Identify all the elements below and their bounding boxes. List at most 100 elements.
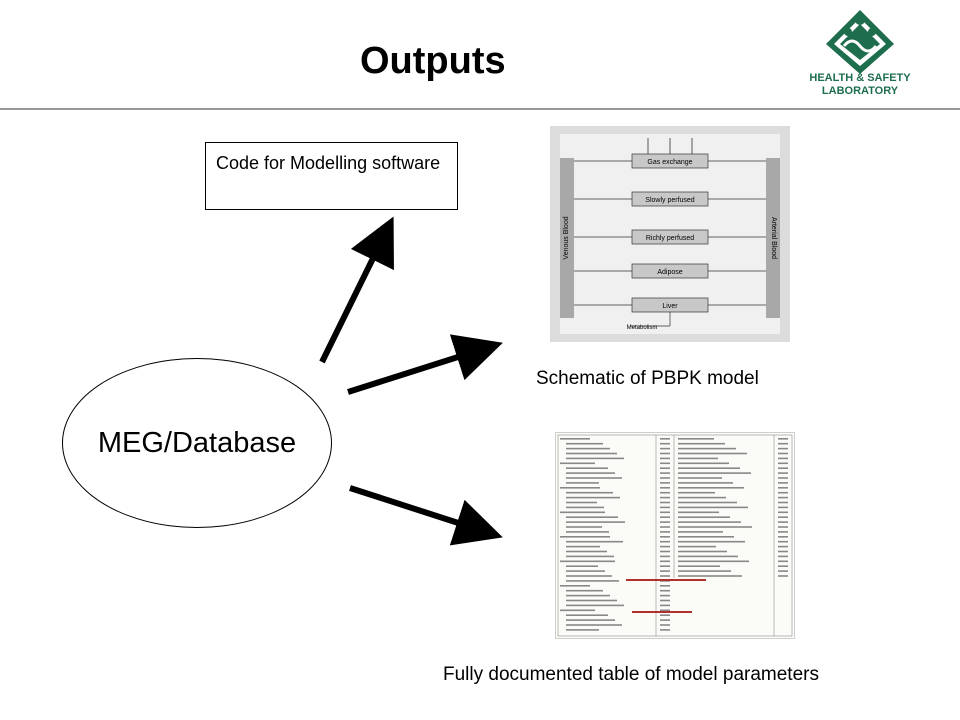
table-row-text [678,550,727,553]
table-row-value [778,531,788,533]
table-row-value [778,575,788,577]
table-row-text [560,487,600,489]
table-row-text [566,629,599,631]
table-row-value [660,560,670,563]
table-row-text [566,570,605,572]
table-row-text [678,536,734,538]
logo-text-line-1: HEALTH & SAFETY [809,72,911,84]
table-row-text [566,521,625,523]
compartment-slowly-perfused: Slowly perfused [631,191,709,207]
table-row-value [660,609,670,612]
table-row-text [566,604,624,607]
table-row-value [660,536,670,538]
table-row-value [778,560,788,563]
hsl-logo [800,6,920,106]
table-row-value [660,477,670,479]
table-row-value [660,526,670,528]
table-row-value [660,491,670,494]
table-row-value [660,550,670,553]
table-row-text [678,555,738,558]
schematic-caption: Schematic of PBPK model [536,368,759,389]
table-row-text [566,501,597,504]
table-row-value [660,496,670,499]
table-row-text [678,501,737,504]
table-row-value [778,442,788,445]
table-row-text [678,462,729,465]
table-row-text [678,477,722,479]
table-row-value [778,540,788,543]
table-row-text [566,599,617,602]
table-row-text [566,614,608,616]
compartment-gas-exchange: Gas exchange [631,153,709,169]
table-row-text [566,516,618,518]
table-row-text [566,540,623,543]
slide-title: Outputs [360,40,506,82]
svg-text:Gas exchange: Gas exchange [647,159,692,166]
table-row-text [678,467,740,469]
table-row-value [660,629,670,631]
table-row-value [778,545,788,548]
table-row-value [660,604,670,607]
table-row-text [566,496,620,499]
table-row-text [678,438,714,440]
table-row-text [678,540,745,543]
table-row-text [678,452,747,455]
table-row-text [560,462,595,465]
venous-blood-label: Venous Blood [563,216,570,259]
table-row-text [566,452,617,455]
table-row-text [560,536,610,538]
parameters-table-image [555,432,795,639]
table-row-value [778,482,788,484]
table-row-value [778,521,788,523]
table-row-value [778,477,788,479]
table-row-value [778,447,788,450]
table-row-value [660,585,670,587]
table-row-text [678,491,715,494]
table-row-text [678,545,716,548]
table-row-value [660,438,670,440]
table-row-text [678,487,744,489]
table-row-text [566,482,599,484]
table-row-text [566,477,622,479]
pbpk-schematic-drawing: Venous Blood Arterial Blood Gas exchange… [550,126,790,342]
table-row-text [560,560,615,563]
table-row-value [778,555,788,558]
table-row-text [678,531,723,533]
table-row-text [678,457,718,460]
table-row-text [678,472,751,474]
table-row-text [678,511,719,514]
table-row-value [778,516,788,518]
table-row-text [678,560,749,563]
table-row-value [660,589,670,592]
table-row-value [660,619,670,621]
table-row-value [660,487,670,489]
table-row-value [660,442,670,445]
table-row-value [778,496,788,499]
table-row-text [566,442,603,445]
table-row-value [660,482,670,484]
table-row-text [678,447,736,450]
table-row-value [778,570,788,572]
table-row-text [678,482,733,484]
code-output-box: Code for Modelling software [205,142,458,210]
table-row-value [660,447,670,450]
table-row-text [566,624,622,626]
table-row-text [560,438,590,440]
table-row-text [678,575,742,577]
table-row-value [778,511,788,514]
table-row-text [566,491,613,494]
table-row-value [660,555,670,558]
svg-text:Adipose: Adipose [657,269,682,276]
table-row-value [660,570,670,572]
table-row-value [660,462,670,465]
compartment-liver: Liver [631,297,709,313]
arterial-blood-label: Arterial Blood [770,217,777,259]
table-row-value [660,457,670,460]
svg-text:Richly perfused: Richly perfused [646,235,694,242]
table-row-value [778,550,788,553]
compartment-adipose: Adipose [631,263,709,279]
table-row-text [560,511,605,514]
table-row-value [778,491,788,494]
table-row-value [778,501,788,504]
logo-mark-icon [826,10,894,74]
